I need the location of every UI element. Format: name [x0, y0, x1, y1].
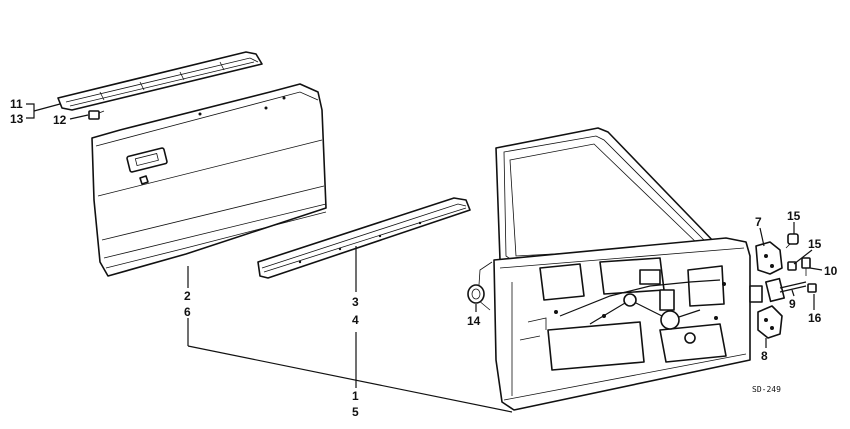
callout-14: 14 [467, 314, 481, 328]
diagram-reference-code: SD-249 [752, 385, 781, 394]
callout-11: 11 [10, 97, 23, 111]
door-check-arm [749, 257, 811, 303]
hinge-bolt-upper [785, 233, 799, 249]
callout-13: 13 [10, 112, 24, 126]
callout-7: 7 [755, 215, 762, 229]
leader-lines [26, 103, 823, 413]
callout-4: 4 [352, 313, 359, 327]
callout-5: 5 [352, 405, 359, 419]
lower-hinge [757, 305, 783, 339]
outer-door-skin [91, 83, 327, 277]
callout-10: 10 [824, 264, 838, 278]
molding-clip [88, 110, 105, 120]
callout-2: 2 [184, 289, 191, 303]
check-bolt [807, 283, 817, 293]
sill-molding [257, 197, 471, 279]
upper-hinge [755, 241, 783, 275]
callout-9: 9 [789, 297, 796, 311]
callout-16: 16 [808, 311, 822, 325]
door-frame-inner-panel [477, 127, 751, 411]
callout-12: 12 [53, 113, 67, 127]
callout-6: 6 [184, 305, 191, 319]
grommet-cap [467, 284, 485, 304]
callout-1: 1 [352, 389, 359, 403]
callout-15-lower: 15 [808, 237, 822, 251]
callout-3: 3 [352, 295, 359, 309]
callout-15-upper: 15 [787, 209, 801, 223]
upper-weatherstrip-molding [57, 51, 263, 111]
callout-8: 8 [761, 349, 768, 363]
